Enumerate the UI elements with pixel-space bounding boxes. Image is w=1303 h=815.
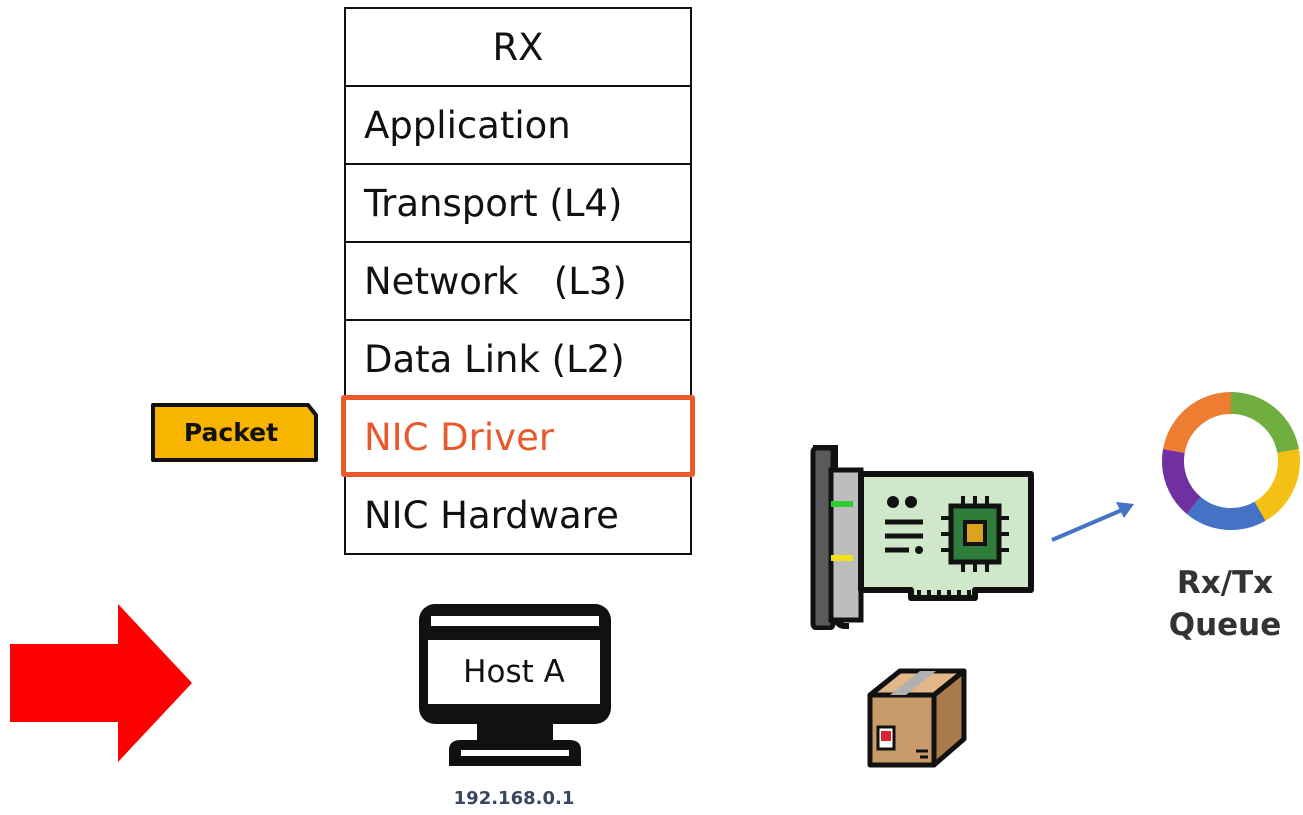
layer-network: Network (L3)	[346, 243, 690, 321]
host-label: Host A	[428, 640, 600, 704]
host-ip: 192.168.0.1	[453, 788, 575, 809]
queue-segment	[1230, 392, 1299, 454]
network-card-icon	[810, 445, 1034, 630]
packet-label: Packet	[183, 418, 279, 447]
packet-tag: Packet	[148, 400, 320, 465]
queue-segment	[1254, 449, 1300, 521]
stack-header: RX	[346, 9, 690, 87]
queue-label-line1: Rx/Tx	[1176, 565, 1274, 601]
layer-nic-driver: NIC Driver	[346, 399, 690, 477]
queue-ring-icon	[1162, 392, 1300, 530]
right-arrow-icon	[10, 604, 192, 762]
flow-arrow-icon	[1051, 502, 1134, 542]
queue-segment	[1186, 496, 1266, 530]
queue-label: Rx/Tx Queue	[1150, 562, 1300, 646]
packet-tag-shape	[151, 403, 318, 462]
layer-nic-hardware: NIC Hardware	[346, 477, 690, 555]
layer-transport: Transport (L4)	[346, 165, 690, 243]
queue-segment	[1163, 392, 1232, 454]
layer-data-link: Data Link (L2)	[346, 321, 690, 399]
protocol-stack: RX Application Transport (L4) Network (L…	[344, 7, 692, 555]
queue-label-line2: Queue	[1168, 607, 1282, 643]
cardboard-box-icon	[867, 668, 967, 768]
queue-segment	[1162, 449, 1202, 514]
layer-application: Application	[346, 87, 690, 165]
